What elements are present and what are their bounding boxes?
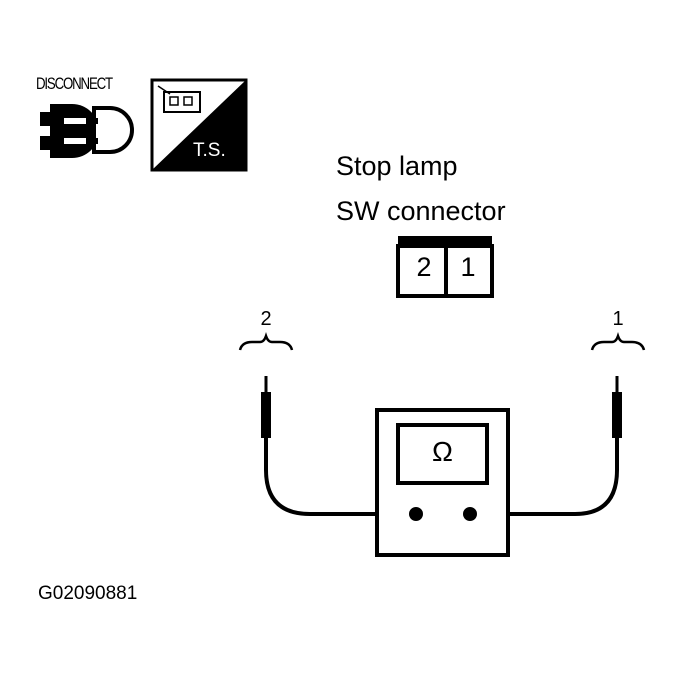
left-probe-brace	[238, 332, 294, 351]
disconnect-plug-icon	[40, 104, 134, 158]
stop-lamp-connector	[396, 236, 494, 298]
right-test-lead	[470, 469, 619, 516]
connector-title-line2: SW connector	[336, 196, 506, 226]
left-test-lead	[264, 469, 416, 516]
left-test-probe	[261, 376, 271, 470]
right-test-probe	[612, 376, 622, 470]
ohmmeter	[375, 408, 510, 557]
connector-pin-2: 2	[416, 252, 432, 282]
right-probe-brace	[590, 332, 646, 351]
disconnect-label: DISCONNECT	[36, 74, 113, 93]
figure-id: G02090881	[38, 583, 138, 604]
ohm-symbol: Ω	[432, 436, 453, 467]
connector-title-line1: Stop lamp	[336, 151, 458, 181]
left-probe-label: 2	[260, 308, 272, 330]
connector-pin-1: 1	[460, 252, 476, 282]
right-probe-label: 1	[612, 308, 624, 330]
ts-tester-badge-icon	[150, 78, 248, 172]
ts-label: T.S.	[193, 140, 226, 161]
